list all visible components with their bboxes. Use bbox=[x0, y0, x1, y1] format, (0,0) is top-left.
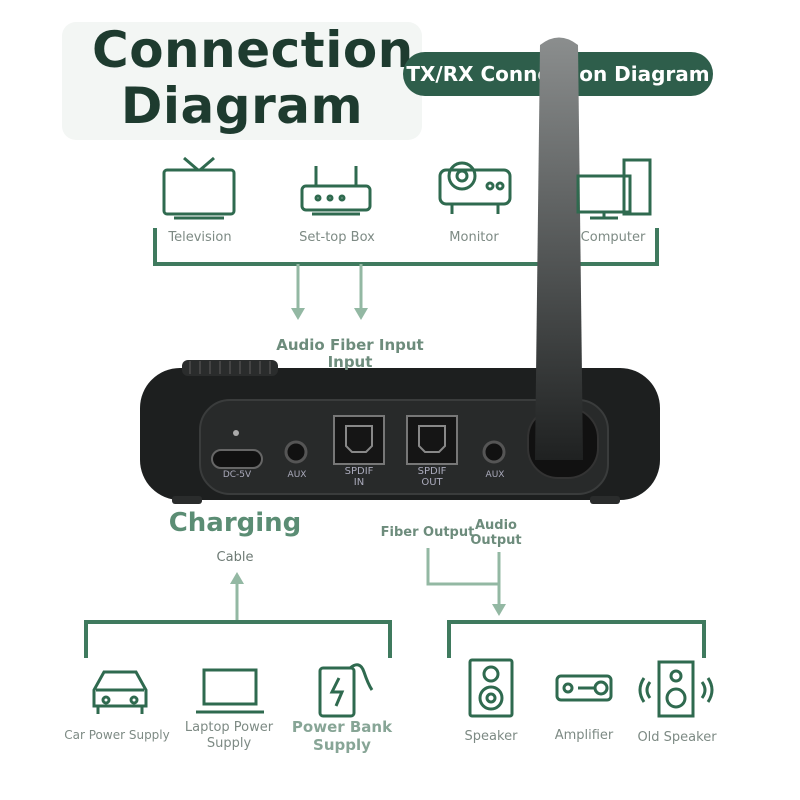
old-speaker-icon bbox=[640, 662, 712, 716]
computer-icon bbox=[578, 160, 650, 218]
led-dot bbox=[233, 430, 239, 436]
port-label-spdif-out: SPDIF OUT bbox=[407, 466, 457, 488]
port-label-spdif-in: SPDIF IN bbox=[334, 466, 384, 488]
port-label-aux-1: AUX bbox=[282, 470, 312, 480]
port-label-dc: DC-5V bbox=[212, 470, 262, 480]
input-arrow-1-head bbox=[291, 308, 305, 320]
power-label-powerbank: Power Bank Supply bbox=[286, 718, 398, 754]
source-label-computer: Computer bbox=[563, 230, 663, 245]
amplifier-icon bbox=[557, 676, 611, 700]
router-icon bbox=[302, 166, 370, 214]
input-arrow-2-head bbox=[354, 308, 368, 320]
power-label-car: Car Power Supply bbox=[56, 728, 178, 742]
spdif-out-port bbox=[407, 416, 457, 464]
power-label-laptop: Laptop Power Supply bbox=[176, 720, 282, 752]
television-icon bbox=[164, 158, 234, 218]
power-bracket bbox=[86, 622, 390, 658]
source-label-television: Television bbox=[150, 230, 250, 245]
aux-port-1 bbox=[286, 442, 306, 462]
spdif-in-port bbox=[334, 416, 384, 464]
source-label-settop: Set-top Box bbox=[287, 230, 387, 245]
port-label-aux-2: AUX bbox=[480, 470, 510, 480]
outputs-bracket bbox=[449, 622, 704, 658]
output-label-amplifier: Amplifier bbox=[543, 728, 625, 743]
output-label-old-speaker: Old Speaker bbox=[630, 730, 724, 745]
projector-icon bbox=[440, 163, 510, 214]
fiber-output-label: Fiber Output bbox=[380, 525, 475, 540]
car-icon bbox=[94, 672, 146, 714]
source-label-monitor: Monitor bbox=[424, 230, 524, 245]
aux-port-2 bbox=[484, 442, 504, 462]
foot-right bbox=[590, 496, 620, 504]
power-bank-icon bbox=[320, 665, 372, 716]
laptop-icon bbox=[196, 670, 264, 712]
charging-subtitle: Cable bbox=[185, 550, 285, 565]
audio-fiber-input-label: Audio Fiber Input Input bbox=[270, 337, 430, 371]
usb-c-port bbox=[212, 450, 262, 468]
speaker-icon bbox=[470, 660, 512, 716]
fiber-output-line bbox=[428, 548, 499, 584]
antenna bbox=[535, 38, 583, 461]
foot-left bbox=[172, 496, 202, 504]
audio-output-label: Audio Output bbox=[468, 518, 524, 548]
charging-title: Charging bbox=[165, 508, 305, 538]
output-label-speaker: Speaker bbox=[451, 729, 531, 744]
